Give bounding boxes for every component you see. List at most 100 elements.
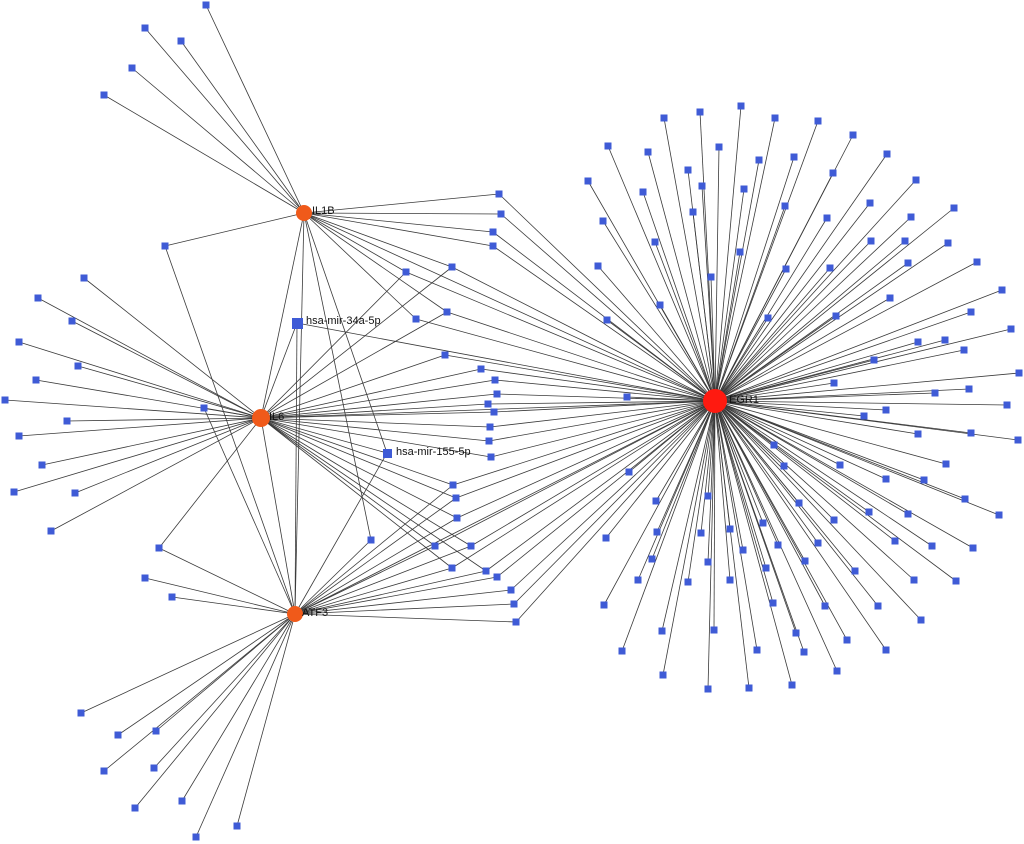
target-node[interactable] xyxy=(10,488,18,496)
target-node[interactable] xyxy=(912,176,920,184)
target-node[interactable] xyxy=(491,376,499,384)
target-node[interactable] xyxy=(843,636,851,644)
target-node[interactable] xyxy=(740,185,748,193)
target-node[interactable] xyxy=(826,264,834,272)
target-node[interactable] xyxy=(168,593,176,601)
target-node[interactable] xyxy=(34,294,42,302)
target-node[interactable] xyxy=(497,210,505,218)
target-node[interactable] xyxy=(448,263,456,271)
target-node[interactable] xyxy=(995,511,1003,519)
target-node[interactable] xyxy=(707,273,715,281)
target-node[interactable] xyxy=(1014,436,1022,444)
target-node[interactable] xyxy=(431,542,439,550)
target-node[interactable] xyxy=(710,626,718,634)
target-node[interactable] xyxy=(944,239,952,247)
target-node[interactable] xyxy=(967,429,975,437)
target-node[interactable] xyxy=(914,338,922,346)
target-node[interactable] xyxy=(829,169,837,177)
target-node[interactable] xyxy=(495,190,503,198)
target-node[interactable] xyxy=(178,797,186,805)
target-node[interactable] xyxy=(74,362,82,370)
target-node[interactable] xyxy=(781,202,789,210)
target-node[interactable] xyxy=(448,564,456,572)
target-node[interactable] xyxy=(71,489,79,497)
target-node[interactable] xyxy=(131,804,139,812)
target-node[interactable] xyxy=(651,238,659,246)
target-node[interactable] xyxy=(47,527,55,535)
target-node[interactable] xyxy=(914,430,922,438)
target-node[interactable] xyxy=(726,525,734,533)
target-node[interactable] xyxy=(998,286,1006,294)
target-node[interactable] xyxy=(736,248,744,256)
target-node[interactable] xyxy=(874,602,882,610)
target-node[interactable] xyxy=(452,494,460,502)
target-node[interactable] xyxy=(867,237,875,245)
target-node[interactable] xyxy=(684,166,692,174)
target-node[interactable] xyxy=(753,646,761,654)
target-node[interactable] xyxy=(486,423,494,431)
target-node[interactable] xyxy=(790,153,798,161)
target-node[interactable] xyxy=(443,308,451,316)
target-node[interactable] xyxy=(493,573,501,581)
target-node[interactable] xyxy=(832,312,840,320)
target-node[interactable] xyxy=(484,400,492,408)
target-node[interactable] xyxy=(965,385,973,393)
target-node[interactable] xyxy=(941,336,949,344)
target-node[interactable] xyxy=(155,544,163,552)
target-node[interactable] xyxy=(38,461,46,469)
mirna-node-mir155[interactable] xyxy=(383,449,392,458)
target-node[interactable] xyxy=(755,156,763,164)
target-node[interactable] xyxy=(910,576,918,584)
target-node[interactable] xyxy=(1015,369,1023,377)
target-node[interactable] xyxy=(477,365,485,373)
target-node[interactable] xyxy=(821,602,829,610)
target-node[interactable] xyxy=(764,314,772,322)
target-node[interactable] xyxy=(512,618,520,626)
target-node[interactable] xyxy=(865,508,873,516)
target-node[interactable] xyxy=(860,412,868,420)
target-node[interactable] xyxy=(490,408,498,416)
target-node[interactable] xyxy=(100,767,108,775)
target-node[interactable] xyxy=(653,528,661,536)
target-node[interactable] xyxy=(453,514,461,522)
target-node[interactable] xyxy=(904,510,912,518)
target-node[interactable] xyxy=(689,208,697,216)
target-node[interactable] xyxy=(928,542,936,550)
target-node[interactable] xyxy=(623,393,631,401)
hub-node-il6[interactable] xyxy=(252,409,270,427)
target-node[interactable] xyxy=(485,437,493,445)
target-node[interactable] xyxy=(830,379,838,387)
target-node[interactable] xyxy=(920,476,928,484)
target-node[interactable] xyxy=(870,356,878,364)
target-node[interactable] xyxy=(849,131,857,139)
target-node[interactable] xyxy=(493,390,501,398)
target-node[interactable] xyxy=(774,541,782,549)
target-node[interactable] xyxy=(770,441,778,449)
target-node[interactable] xyxy=(1003,401,1011,409)
target-node[interactable] xyxy=(704,492,712,500)
target-node[interactable] xyxy=(961,495,969,503)
target-node[interactable] xyxy=(1007,325,1015,333)
target-node[interactable] xyxy=(907,213,915,221)
target-node[interactable] xyxy=(68,317,76,325)
target-node[interactable] xyxy=(584,177,592,185)
target-node[interactable] xyxy=(715,143,723,151)
target-node[interactable] xyxy=(698,182,706,190)
target-node[interactable] xyxy=(658,627,666,635)
target-node[interactable] xyxy=(942,460,950,468)
target-node[interactable] xyxy=(482,567,490,575)
target-node[interactable] xyxy=(648,555,656,563)
target-node[interactable] xyxy=(882,406,890,414)
target-node[interactable] xyxy=(489,242,497,250)
target-node[interactable] xyxy=(618,647,626,655)
target-node[interactable] xyxy=(745,684,753,692)
target-node[interactable] xyxy=(150,764,158,772)
target-node[interactable] xyxy=(788,681,796,689)
target-node[interactable] xyxy=(969,544,977,552)
hub-node-il1b[interactable] xyxy=(296,205,312,221)
target-node[interactable] xyxy=(599,217,607,225)
target-node[interactable] xyxy=(917,616,925,624)
target-node[interactable] xyxy=(402,268,410,276)
target-node[interactable] xyxy=(759,519,767,527)
target-node[interactable] xyxy=(152,727,160,735)
